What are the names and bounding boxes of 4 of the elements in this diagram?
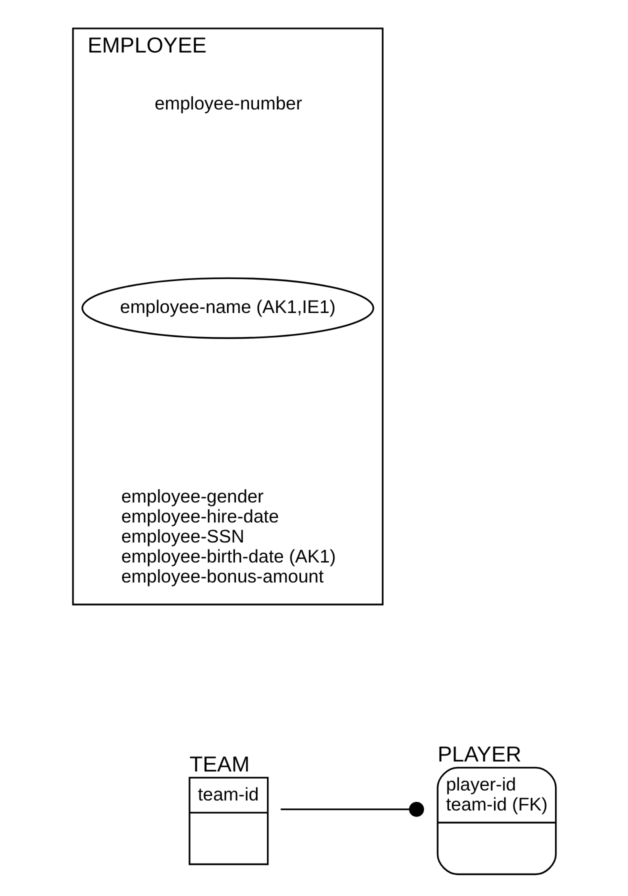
connector (280, 802, 424, 817)
node-ellipse: employee-name (AK1,IE1) (81, 277, 374, 339)
node-label: PLAYER (438, 742, 522, 767)
node-label: TEAM (190, 752, 250, 777)
